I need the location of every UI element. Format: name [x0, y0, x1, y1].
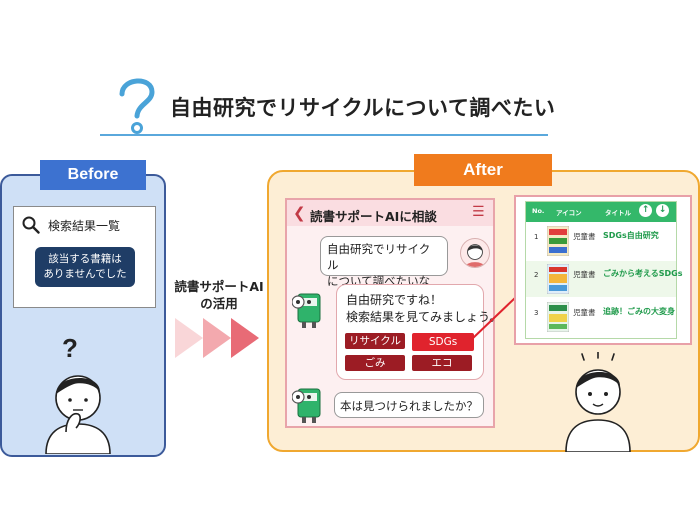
ai-usage-line-2: の活用 [200, 296, 238, 311]
confused-question-mark: ? [62, 333, 78, 363]
user-avatar [460, 238, 490, 268]
book-cover-image [547, 302, 569, 332]
row-title[interactable]: 追跡！ごみの大変身 [603, 307, 675, 316]
happy-person-illustration [565, 352, 631, 452]
no-results-line-1: 該当する書籍は [48, 253, 122, 265]
sort-down-icon[interactable]: ↓ [656, 204, 669, 217]
row-type: 児童書 [573, 232, 596, 241]
search-icon [22, 216, 40, 234]
keyword-button-eco[interactable]: エコ [412, 355, 472, 371]
keyword-button-gomi[interactable]: ごみ [345, 355, 405, 371]
col-no-header: No. [532, 207, 545, 215]
connector-line [471, 296, 517, 340]
page-title: 自由研究でリサイクルについて調べたい [170, 96, 556, 120]
results-header [526, 202, 676, 222]
col-icon-header: アイコン [556, 209, 582, 217]
ai-usage-label: 読書サポートAI の活用 [168, 278, 270, 312]
col-title-header: タイトル [605, 209, 631, 217]
after-tag: After [414, 154, 552, 186]
chat-header [287, 200, 493, 226]
before-tag: Before [40, 160, 146, 190]
ai-robot-avatar [292, 293, 321, 328]
chevron-arrows-icon [175, 318, 259, 358]
keyword-button-recycle[interactable]: リサイクル [345, 333, 405, 349]
confused-person-illustration [45, 375, 111, 454]
ai-usage-line-1: 読書サポートAI [174, 279, 264, 294]
row-title[interactable]: ごみから考えるSDGs [603, 269, 683, 278]
back-chevron-icon[interactable]: ❮ [293, 204, 306, 222]
ai-followup-bubble: 本は見つけられましたか？ [334, 392, 484, 418]
sort-up-icon[interactable]: ↑ [639, 204, 652, 217]
book-cover-image [547, 264, 569, 294]
user-message-bubble: 自由研究でリサイクル について調べたいな [320, 236, 448, 288]
chat-title: 読書サポートAIに相談 [310, 209, 437, 224]
ai-message-line-2: 検索結果を見てみましょう。 [346, 310, 502, 324]
no-results-message: 該当する書籍は ありませんでした [35, 247, 135, 287]
row-number: 1 [534, 233, 539, 241]
no-results-line-2: ありませんでした [43, 268, 127, 280]
row-title[interactable]: SDGs自由研究 [603, 231, 659, 240]
keyword-button-sdgs[interactable]: SDGs [412, 333, 474, 351]
row-number: 2 [534, 271, 539, 279]
title-underline [100, 134, 548, 136]
ai-message-text: 自由研究ですね！ 検索結果を見てみましょう。 [346, 292, 501, 326]
user-message-line-1: 自由研究でリサイクル [327, 242, 431, 272]
question-bubble-icon [119, 78, 155, 134]
row-type: 児童書 [573, 270, 596, 279]
search-results-title: 検索結果一覧 [48, 219, 121, 233]
ai-robot-avatar [292, 388, 321, 423]
row-type: 児童書 [573, 308, 596, 317]
book-cover-image [547, 226, 569, 256]
ai-message-line-1: 自由研究ですね！ [346, 293, 443, 307]
menu-icon[interactable]: ☰ [472, 204, 485, 220]
row-number: 3 [534, 309, 539, 317]
